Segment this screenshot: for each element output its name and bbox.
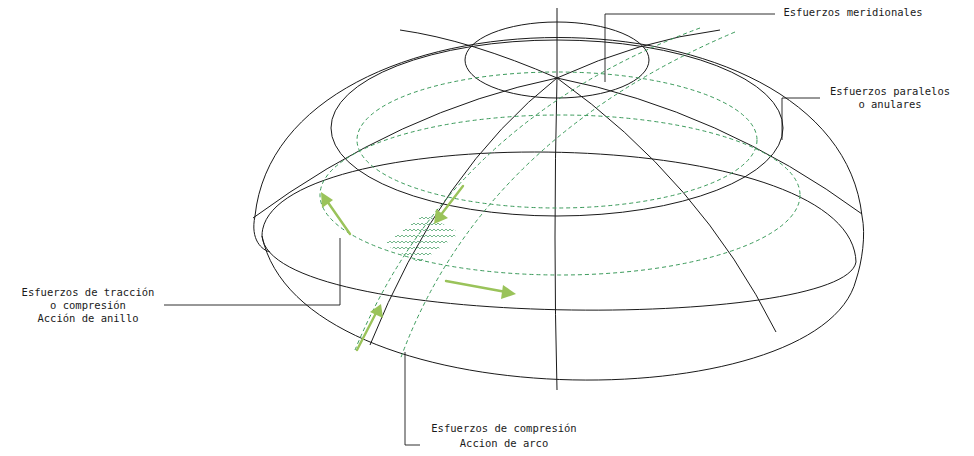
stress-arrow <box>440 186 463 216</box>
arrow-head <box>370 304 383 318</box>
arch-path <box>400 32 735 360</box>
callout-label: Esfuerzos meridionales <box>778 6 928 19</box>
dome-outline <box>255 38 862 217</box>
meridian-line <box>370 78 557 345</box>
base-band <box>262 236 856 380</box>
meridian-line <box>557 78 862 214</box>
callout-label: Accion de arco <box>424 437 584 450</box>
rim-edge <box>856 216 864 280</box>
leader-line <box>605 14 775 82</box>
meridian-line <box>557 8 558 78</box>
callout-label: Esfuerzos de tracción o compresión <box>14 286 162 312</box>
meridian-line <box>400 30 557 78</box>
stress-arrow <box>327 201 350 234</box>
callout-label: Esfuerzos paralelos o anulares <box>823 85 957 111</box>
meridian-line <box>557 78 776 332</box>
callout-label: Acción de anillo <box>14 312 162 325</box>
parallel-ring <box>262 152 856 262</box>
meridian-line <box>555 78 557 390</box>
arrow-head <box>321 192 333 208</box>
leader-line <box>782 98 820 140</box>
leader-line <box>164 238 340 305</box>
arrow-head <box>434 209 448 224</box>
hoop-path <box>320 115 800 275</box>
leader-line <box>405 352 420 445</box>
parallel-ring <box>262 236 856 310</box>
meridian-line <box>253 78 557 218</box>
arch-path <box>355 28 700 350</box>
callout-label: Esfuerzos de compresión <box>424 422 584 435</box>
stress-arrow <box>446 281 506 292</box>
hoop-path <box>357 72 757 208</box>
stress-arrow <box>357 313 376 350</box>
arrow-head <box>501 285 516 299</box>
shell-element <box>384 214 460 263</box>
